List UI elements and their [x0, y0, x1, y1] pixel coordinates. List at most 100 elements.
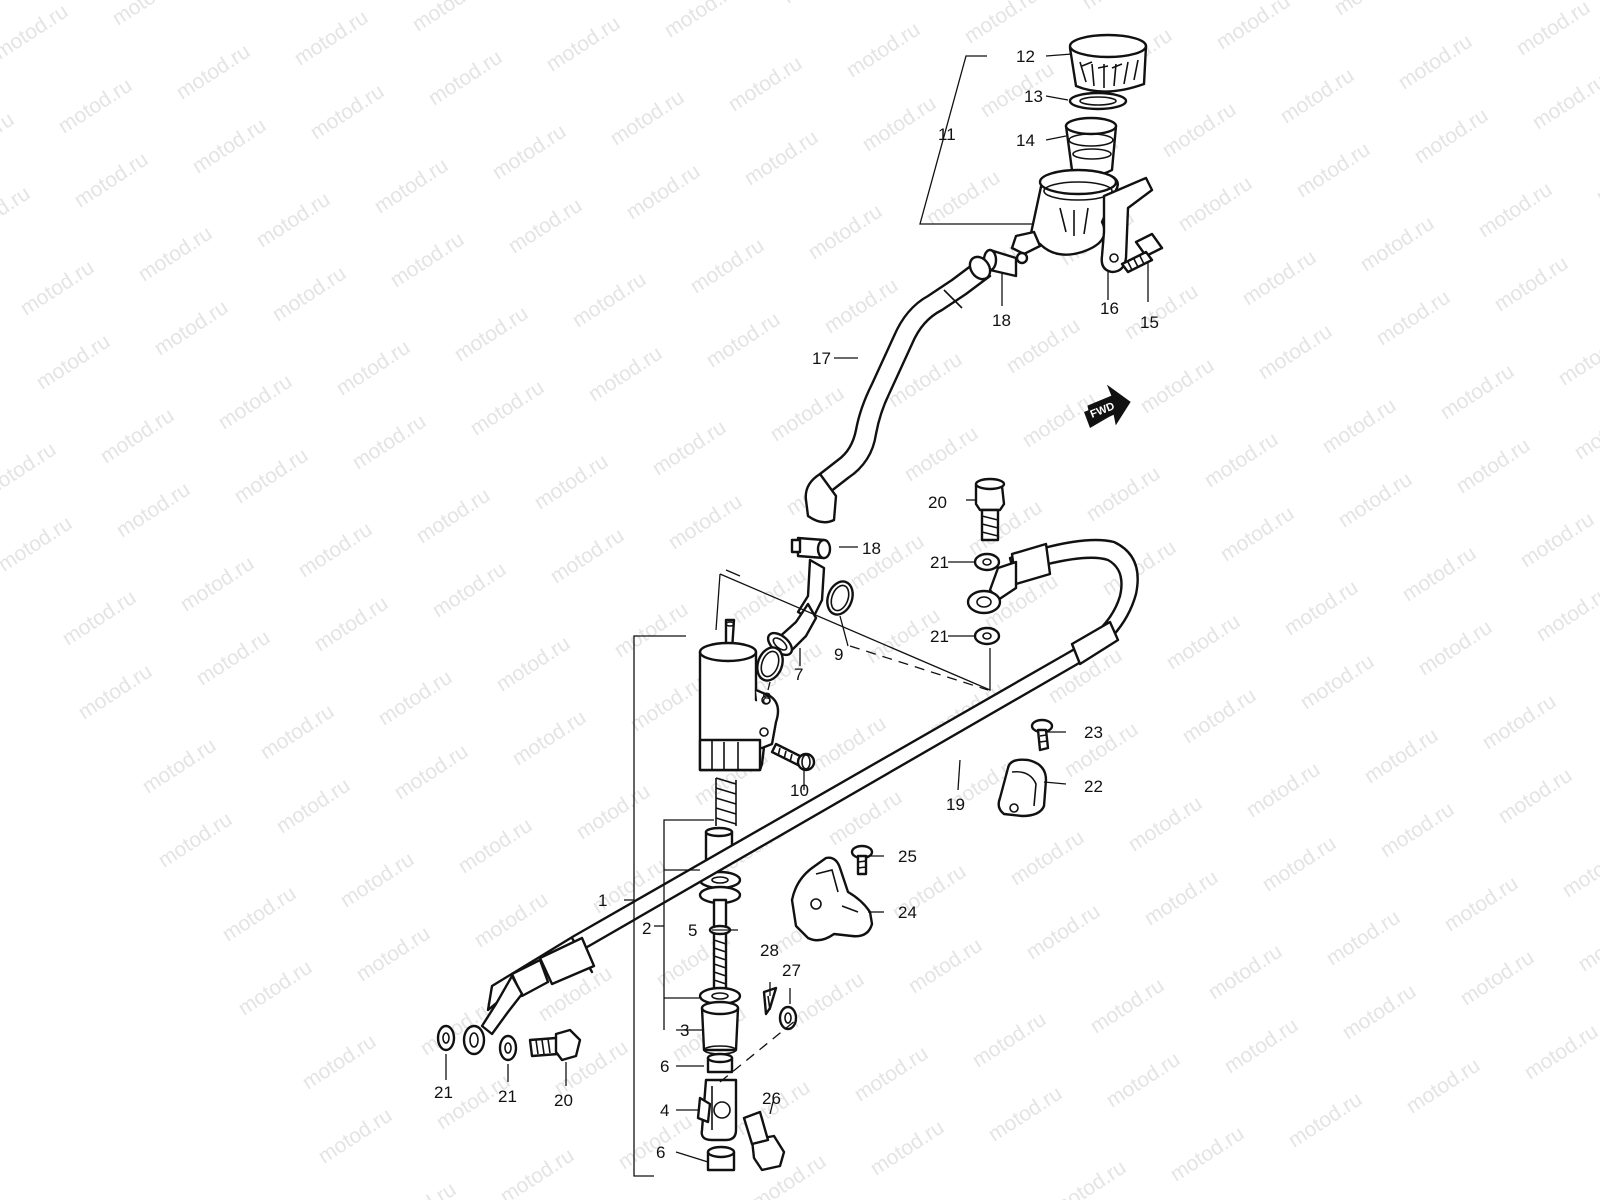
watermark-text: motod.ru [1318, 394, 1400, 458]
reservoir-diaphragm [1064, 116, 1118, 177]
watermark-text: motod.ru [1394, 30, 1476, 94]
watermark-text: motod.ru [298, 1030, 380, 1094]
watermark-text: motod.ru [1494, 764, 1576, 828]
callout-22: 22 [1084, 777, 1103, 796]
callout-6-lower: 6 [656, 1143, 665, 1162]
callout-11: 11 [938, 125, 956, 144]
watermark-text: motod.ru [1356, 212, 1438, 276]
watermark-text: motod.ru [740, 126, 822, 190]
watermark-text: motod.ru [530, 450, 612, 514]
watermark-text: motod.ru [1558, 838, 1600, 902]
assembly-reference-lines [715, 573, 991, 1083]
watermark-text: motod.ru [0, 108, 18, 172]
watermark-text: motod.ru [900, 422, 982, 486]
watermark-text: motod.ru [1474, 178, 1556, 242]
watermark-text: motod.ru [1280, 576, 1362, 640]
watermark-text: motod.ru [664, 490, 746, 554]
watermark-text: motod.ru [348, 410, 430, 474]
watermark-text: motod.ru [1258, 832, 1340, 896]
watermark-text: motod.ru [450, 302, 532, 366]
watermark-text: motod.ru [252, 188, 334, 252]
watermark-text: motod.ru [526, 0, 608, 2]
watermark-text: motod.ru [922, 166, 1004, 230]
watermark-text: motod.ru [138, 734, 220, 798]
watermark-text: motod.ru [572, 780, 654, 844]
watermark-text: motod.ru [1204, 940, 1286, 1004]
push-rod [708, 898, 732, 992]
callout-27: 27 [782, 961, 801, 980]
watermark-text: motod.ru [1372, 286, 1454, 350]
watermark-text: motod.ru [256, 700, 338, 764]
master-cylinder [698, 618, 780, 772]
leader-lines [445, 53, 1149, 1177]
watermark-text: motod.ru [1120, 280, 1202, 344]
watermark-text: motod.ru [390, 740, 472, 804]
watermark-text: motod.ru [1414, 616, 1496, 680]
watermark-text: motod.ru [172, 40, 254, 104]
watermark-text: motod.ru [866, 1116, 948, 1180]
reservoir-cap [1068, 33, 1148, 93]
watermark-text: motod.ru [820, 274, 902, 338]
watermark-text: motod.ru [1452, 434, 1534, 498]
watermark-text: motod.ru [1158, 98, 1240, 162]
watermark-text: motod.ru [614, 1110, 696, 1174]
watermark-text: motod.ru [108, 0, 190, 30]
watermark-text: motod.ru [1162, 610, 1244, 674]
clevis-pin [742, 1110, 786, 1172]
callout-20-upper: 20 [928, 493, 947, 512]
watermark-text: motod.ru [218, 882, 300, 946]
callout-28: 28 [760, 941, 779, 960]
watermark-text: motod.ru [58, 586, 140, 650]
sealing-washer-lower-a [436, 1024, 456, 1052]
watermark-text: motod.ru [968, 1008, 1050, 1072]
watermark-text: motod.ru [1174, 172, 1256, 236]
watermark-text: motod.ru [1212, 0, 1294, 54]
return-spring [715, 777, 737, 826]
watermark-text: motod.ru [0, 438, 60, 502]
watermark-text: motod.ru [1402, 1054, 1484, 1118]
watermark-text: motod.ru [1376, 798, 1458, 862]
watermark-text: motod.ru [1284, 1088, 1366, 1152]
callout-9: 9 [834, 645, 843, 664]
watermark-text: motod.ru [188, 114, 270, 178]
watermark-text: motod.ru [1528, 70, 1600, 134]
banjo-fitting-lower [462, 974, 524, 1056]
watermark-text: motod.ru [976, 58, 1058, 122]
clevis [696, 1078, 738, 1142]
watermark-text: motod.ru [626, 672, 708, 736]
sealing-washer-upper-b [973, 626, 1001, 646]
forward-direction-badge: FWD [1084, 384, 1131, 428]
watermark-text: motod.ru [1242, 758, 1324, 822]
watermark-text: motod.ru [310, 592, 392, 656]
watermark-text: motod.ru [1532, 582, 1600, 646]
watermark-text: motod.ru [1220, 1014, 1302, 1078]
watermark-text: motod.ru [842, 18, 924, 82]
watermark-text: motod.ru [378, 1178, 460, 1200]
callout-18-upper: 18 [992, 311, 1011, 330]
reservoir-body [1010, 168, 1119, 256]
watermark-text: motod.ru [428, 558, 510, 622]
dust-boot [700, 1000, 740, 1055]
watermark-text: motod.ru [1022, 900, 1104, 964]
callout-12: 12 [1016, 47, 1035, 66]
watermark-text: motod.ru [1512, 0, 1594, 60]
watermark-text: motod.ru [1082, 462, 1164, 526]
watermark-text: motod.ru [424, 46, 506, 110]
watermark-text: motod.ru [858, 92, 940, 156]
watermark-text: motod.ru [850, 1042, 932, 1106]
watermark-text: motod.ru [1574, 912, 1600, 976]
watermark-text: motod.ru [504, 194, 586, 258]
guide-screw-lower [850, 844, 874, 876]
cotter-pin [762, 986, 778, 1016]
hose-guide-upper [997, 758, 1048, 818]
callout-4: 4 [660, 1101, 669, 1120]
watermark-text: motod.ru [1178, 684, 1260, 748]
watermark-text: motod.ru [1078, 0, 1160, 14]
watermark-text: motod.ru [176, 552, 258, 616]
watermark-text: motod.ru [542, 12, 624, 76]
watermark-text: motod.ru [584, 342, 666, 406]
watermark-text: motod.ru [724, 52, 806, 116]
bracket-bolt [1120, 232, 1164, 274]
snap-ring [826, 580, 854, 616]
callout-21-upper-a: 21 [930, 553, 949, 572]
